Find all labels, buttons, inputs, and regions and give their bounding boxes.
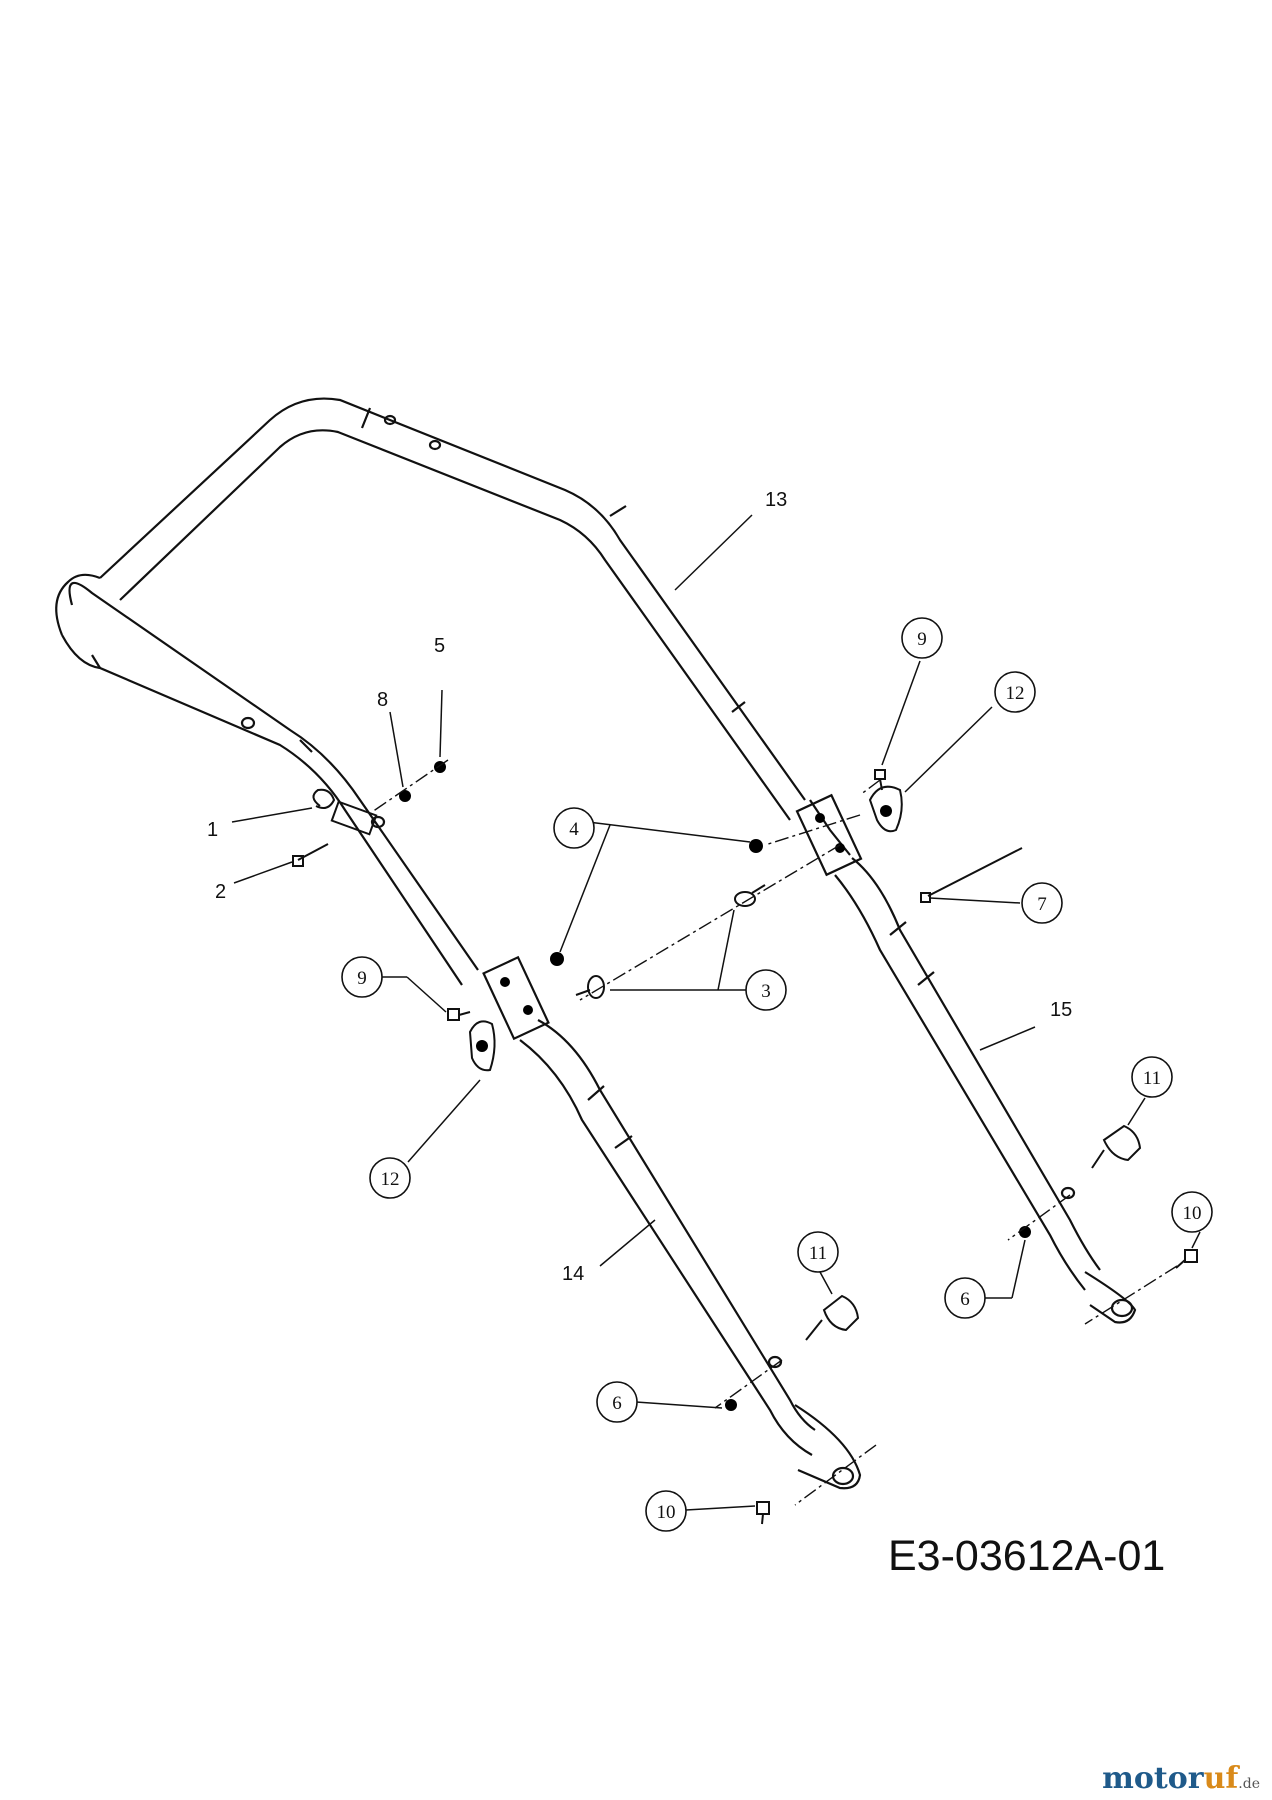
svg-text:9: 9 bbox=[357, 968, 367, 989]
svg-text:9: 9 bbox=[917, 629, 927, 650]
svg-text:12: 12 bbox=[381, 1169, 400, 1190]
callout-14-label: 14 bbox=[562, 1263, 584, 1285]
svg-text:10: 10 bbox=[1183, 1203, 1202, 1224]
bolt-2 bbox=[292, 843, 329, 867]
callout-10-left: 10 bbox=[645, 1490, 687, 1532]
svg-text:6: 6 bbox=[960, 1289, 970, 1310]
callout-12-right: 12 bbox=[994, 671, 1036, 713]
callout-10-right: 10 bbox=[1171, 1191, 1213, 1233]
wing-knob-12-right bbox=[868, 785, 903, 833]
svg-text:11: 11 bbox=[809, 1243, 827, 1264]
svg-text:10: 10 bbox=[657, 1502, 676, 1523]
svg-text:3: 3 bbox=[761, 981, 771, 1002]
nut-4-right bbox=[749, 839, 763, 853]
knob-11-right bbox=[1091, 1124, 1142, 1169]
diagram-code: E3-03612A-01 bbox=[888, 1532, 1165, 1580]
svg-text:12: 12 bbox=[1006, 683, 1025, 704]
callout-9-right: 9 bbox=[901, 617, 943, 659]
nut-4-left bbox=[550, 952, 564, 966]
cable-tie-7 bbox=[920, 847, 1023, 903]
watermark-suffix: .de bbox=[1238, 1776, 1260, 1792]
callout-2-label: 2 bbox=[215, 881, 226, 903]
washer-6-left bbox=[725, 1399, 737, 1411]
callout-3: 3 bbox=[745, 969, 787, 1011]
callout-7: 7 bbox=[1021, 882, 1063, 924]
spring-clip bbox=[312, 788, 378, 836]
carriage-bolt-3-left bbox=[575, 975, 605, 999]
washer-8 bbox=[399, 790, 411, 802]
lower-handle-right bbox=[795, 793, 1137, 1324]
watermark-accent: uf bbox=[1203, 1761, 1239, 1796]
callout-12-left: 12 bbox=[369, 1157, 411, 1199]
callout-9-left: 9 bbox=[341, 956, 383, 998]
callout-5-label: 5 bbox=[434, 635, 445, 657]
wing-knob-12-left bbox=[468, 1020, 496, 1072]
lower-handle-left bbox=[482, 955, 862, 1490]
knob-11-left bbox=[805, 1294, 860, 1341]
assembly-axes bbox=[371, 759, 1178, 1506]
leader-lines bbox=[231, 514, 1201, 1511]
svg-text:6: 6 bbox=[612, 1393, 622, 1414]
watermark-main: motor bbox=[1102, 1761, 1204, 1796]
svg-text:4: 4 bbox=[569, 819, 579, 840]
callout-13-label: 13 bbox=[765, 489, 787, 511]
callout-11-left: 11 bbox=[797, 1231, 839, 1273]
callout-6-left: 6 bbox=[596, 1381, 638, 1423]
callout-8-label: 8 bbox=[377, 689, 388, 711]
watermark-logo: motoruf.de bbox=[1102, 1761, 1260, 1796]
bolt-9-left bbox=[447, 1008, 471, 1021]
callout-11-right: 11 bbox=[1131, 1056, 1173, 1098]
callout-15-label: 15 bbox=[1050, 999, 1072, 1021]
upper-handle bbox=[55, 397, 851, 986]
callout-1-label: 1 bbox=[207, 819, 218, 841]
screw-10-right bbox=[1175, 1249, 1198, 1269]
svg-text:11: 11 bbox=[1143, 1068, 1161, 1089]
callout-6-right: 6 bbox=[944, 1277, 986, 1319]
callout-4: 4 bbox=[553, 807, 595, 849]
screw-10-left bbox=[756, 1501, 770, 1525]
carriage-bolt-3-right bbox=[734, 884, 766, 907]
svg-text:7: 7 bbox=[1037, 894, 1047, 915]
